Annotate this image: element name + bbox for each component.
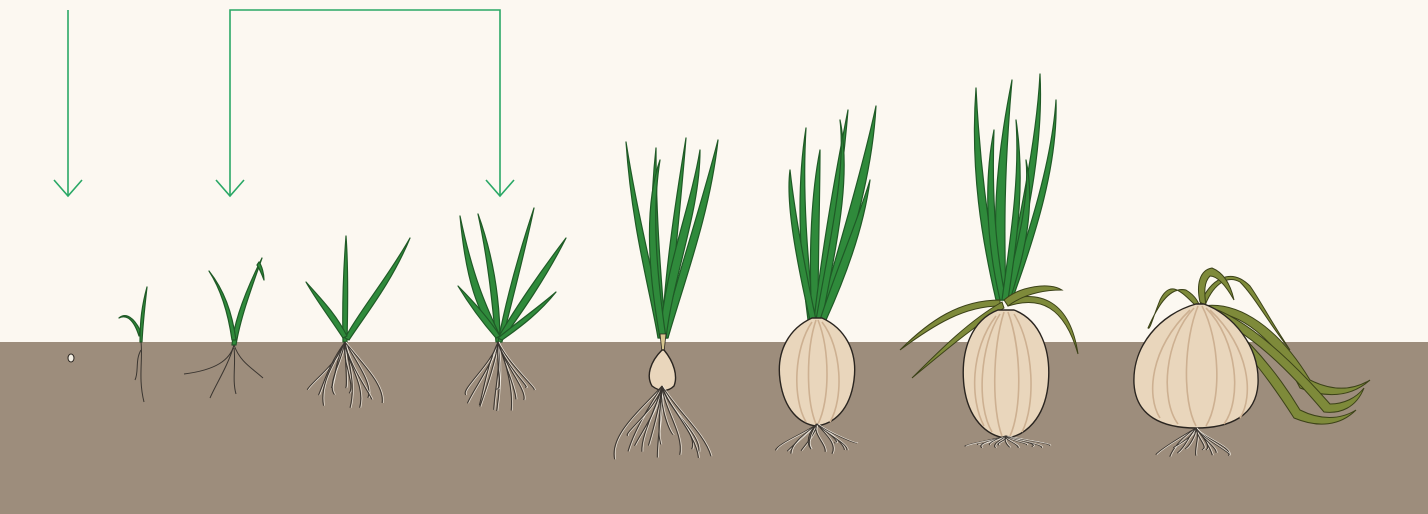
stage-seed — [68, 354, 74, 362]
